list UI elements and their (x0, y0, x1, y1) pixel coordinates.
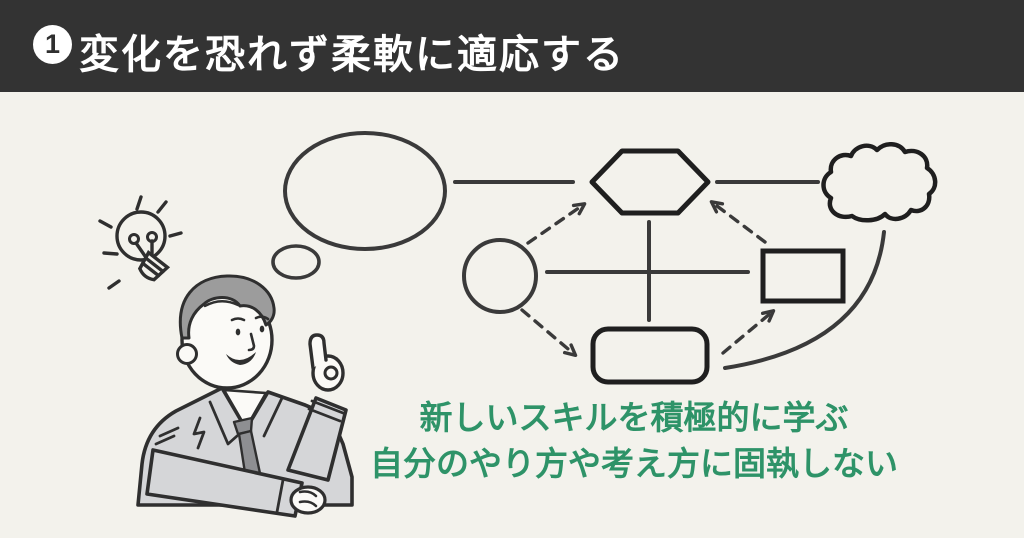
resting-arm (145, 448, 304, 518)
flowchart-connectors (453, 180, 820, 322)
hair (178, 274, 276, 340)
thought-bubble-icon (271, 131, 447, 280)
face-features (226, 315, 270, 365)
lightbulb-icon (98, 195, 183, 290)
curved-connector (723, 230, 886, 370)
suit-lines (154, 396, 284, 450)
flowchart-circle-shape (462, 238, 538, 314)
shirt (222, 388, 268, 430)
concept-illustration (98, 131, 938, 518)
ear (176, 343, 198, 365)
person-pointing-illustration (136, 274, 354, 518)
hair-parting (203, 300, 240, 308)
header-bar: 1 変化を恐れず柔軟に適応する (0, 0, 1024, 92)
cloud-shape (821, 142, 938, 223)
caption-line-1: 新しいスキルを積極的に学ぶ (419, 399, 849, 436)
flowchart-rounded-rectangle-shape (590, 326, 710, 385)
page-title: 変化を恐れず柔軟に適応する (79, 33, 625, 77)
caption-line-2: 自分のやり方や考え方に固執しない (370, 445, 898, 482)
number-badge: 1 (33, 25, 72, 64)
sleeve-cuff (275, 478, 285, 514)
dashed-arrows (520, 200, 776, 357)
cuff-lines (307, 399, 345, 423)
pointing-hand (308, 333, 345, 392)
flowchart-hexagon-shape (589, 148, 711, 216)
resting-hand (289, 485, 327, 515)
caption-text: 新しいスキルを積極的に学ぶ 自分のやり方や考え方に固執しない (334, 395, 934, 487)
flowchart-rectangle-shape (760, 248, 846, 304)
